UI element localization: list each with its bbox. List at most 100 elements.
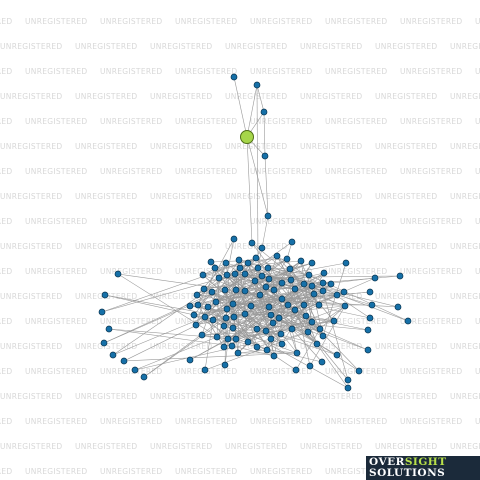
network-node[interactable] xyxy=(186,302,194,310)
network-node[interactable] xyxy=(263,346,271,354)
network-node[interactable] xyxy=(262,283,270,291)
network-node[interactable] xyxy=(278,295,286,303)
network-node[interactable] xyxy=(287,276,295,284)
network-node[interactable] xyxy=(224,335,232,343)
network-node[interactable] xyxy=(262,327,270,335)
network-node[interactable] xyxy=(253,325,261,333)
network-node[interactable] xyxy=(236,264,244,272)
network-node[interactable] xyxy=(101,291,109,299)
focus-node[interactable] xyxy=(240,130,254,144)
network-node[interactable] xyxy=(229,300,237,308)
network-node[interactable] xyxy=(192,321,200,329)
network-node[interactable] xyxy=(340,288,348,296)
network-node[interactable] xyxy=(333,291,341,299)
network-node[interactable] xyxy=(231,270,239,278)
network-node[interactable] xyxy=(186,356,194,364)
network-node[interactable] xyxy=(220,322,228,330)
network-node[interactable] xyxy=(222,259,230,267)
network-node[interactable] xyxy=(131,366,139,374)
network-node[interactable] xyxy=(200,285,208,293)
network-node[interactable] xyxy=(293,349,301,357)
network-node[interactable] xyxy=(319,332,327,340)
network-node[interactable] xyxy=(315,301,323,309)
network-node[interactable] xyxy=(342,259,350,267)
network-node[interactable] xyxy=(140,373,148,381)
network-node[interactable] xyxy=(234,349,242,357)
network-node[interactable] xyxy=(260,108,268,116)
network-node[interactable] xyxy=(228,342,236,350)
network-node[interactable] xyxy=(253,343,261,351)
network-node[interactable] xyxy=(371,274,379,282)
network-node[interactable] xyxy=(297,257,305,265)
network-node[interactable] xyxy=(201,313,209,321)
network-node[interactable] xyxy=(207,258,215,266)
network-node[interactable] xyxy=(396,272,404,280)
network-node[interactable] xyxy=(241,270,249,278)
network-node[interactable] xyxy=(258,272,266,280)
network-node[interactable] xyxy=(310,290,318,298)
network-node[interactable] xyxy=(404,317,412,325)
network-node[interactable] xyxy=(283,255,291,263)
network-node[interactable] xyxy=(269,319,277,327)
network-node[interactable] xyxy=(292,366,300,374)
network-node[interactable] xyxy=(344,376,352,384)
network-node[interactable] xyxy=(223,271,231,279)
network-node[interactable] xyxy=(316,325,324,333)
network-node[interactable] xyxy=(320,269,328,277)
network-node[interactable] xyxy=(220,343,228,351)
network-node[interactable] xyxy=(364,326,372,334)
network-node[interactable] xyxy=(341,302,349,310)
network-node[interactable] xyxy=(215,274,223,282)
network-node[interactable] xyxy=(288,325,296,333)
network-node[interactable] xyxy=(221,361,229,369)
network-node[interactable] xyxy=(308,259,316,267)
network-node[interactable] xyxy=(194,301,202,309)
network-node[interactable] xyxy=(251,277,259,285)
network-node[interactable] xyxy=(230,235,238,243)
network-node[interactable] xyxy=(319,287,327,295)
network-node[interactable] xyxy=(308,318,316,326)
network-node[interactable] xyxy=(208,288,216,296)
network-node[interactable] xyxy=(284,301,292,309)
network-node[interactable] xyxy=(267,335,275,343)
network-node[interactable] xyxy=(302,312,310,320)
network-node[interactable] xyxy=(212,298,220,306)
network-node[interactable] xyxy=(291,285,299,293)
network-node[interactable] xyxy=(254,264,262,272)
network-node[interactable] xyxy=(270,352,278,360)
network-node[interactable] xyxy=(209,316,217,324)
network-node[interactable] xyxy=(394,303,402,311)
network-node[interactable] xyxy=(241,287,249,295)
network-node[interactable] xyxy=(278,340,286,348)
network-node[interactable] xyxy=(235,256,243,264)
network-node[interactable] xyxy=(277,330,285,338)
network-node[interactable] xyxy=(230,313,238,321)
network-node[interactable] xyxy=(232,335,240,343)
network-node[interactable] xyxy=(264,212,272,220)
network-node[interactable] xyxy=(267,311,275,319)
network-node[interactable] xyxy=(313,340,321,348)
network-node[interactable] xyxy=(261,152,269,160)
network-node[interactable] xyxy=(204,303,212,311)
network-node[interactable] xyxy=(201,366,209,374)
network-node[interactable] xyxy=(291,306,299,314)
network-node[interactable] xyxy=(364,346,372,354)
network-node[interactable] xyxy=(120,357,128,365)
network-node[interactable] xyxy=(319,279,327,287)
network-node[interactable] xyxy=(223,305,231,313)
network-node[interactable] xyxy=(253,81,261,89)
network-node[interactable] xyxy=(275,314,283,322)
network-node[interactable] xyxy=(98,308,106,316)
network-node[interactable] xyxy=(114,270,122,278)
network-node[interactable] xyxy=(355,367,363,375)
network-node[interactable] xyxy=(330,317,338,325)
network-node[interactable] xyxy=(368,301,376,309)
network-node[interactable] xyxy=(105,325,113,333)
network-node[interactable] xyxy=(286,265,294,273)
network-node[interactable] xyxy=(308,282,316,290)
network-node[interactable] xyxy=(366,288,374,296)
network-node[interactable] xyxy=(248,239,256,247)
network-node[interactable] xyxy=(230,73,238,81)
network-node[interactable] xyxy=(366,314,374,322)
network-node[interactable] xyxy=(344,384,352,392)
